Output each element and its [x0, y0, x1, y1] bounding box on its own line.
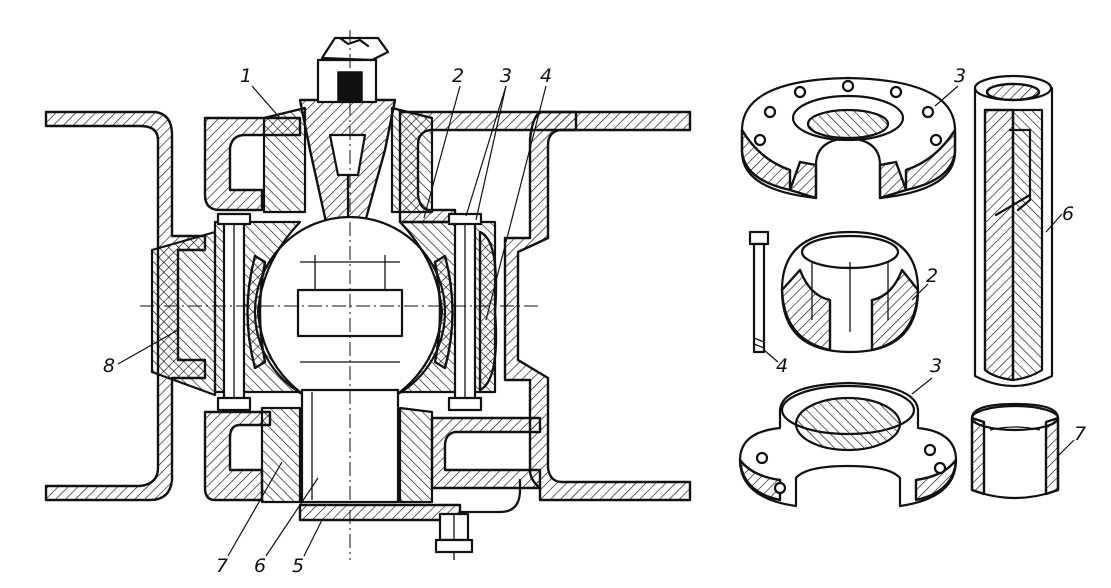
detail-flange-top: [740, 76, 957, 200]
actuator-cap: [320, 36, 390, 62]
parts-detail-view: 3 2 4: [738, 65, 1086, 508]
bolt-right: [447, 212, 498, 412]
bore-pins: [314, 255, 386, 290]
label-main-5: 5: [292, 555, 304, 577]
housing-bottom-right: [430, 416, 542, 490]
detail-bolt: [748, 230, 770, 354]
detail-ring: [780, 230, 920, 354]
label-main-4: 4: [540, 65, 552, 87]
bolt-left: [216, 212, 252, 412]
label-main-6: 6: [254, 555, 266, 577]
detail-flange-bottom: [738, 381, 958, 508]
hub-8: [150, 230, 217, 397]
top-seat-ring: [262, 106, 307, 214]
housing-bottom: [203, 410, 272, 502]
bottom-bracket-5: [298, 503, 462, 522]
label-main-8: 8: [103, 355, 115, 377]
label-main-1: 1: [240, 65, 252, 87]
label-detail-flange-bottom: 3: [930, 355, 942, 377]
label-main-7: 7: [216, 555, 228, 577]
main-section-view: 1 2 3 4 8 7 6 5: [44, 30, 692, 577]
label-detail-ring: 2: [926, 265, 938, 287]
housing-right-wall: [503, 110, 692, 502]
top-seat-ring-right: [390, 106, 434, 214]
bottom-seat-ring-right: [398, 406, 434, 504]
detail-sleeve: [973, 74, 1054, 388]
bottom-seat-ring-7: [260, 406, 302, 504]
label-detail-sleeve: 6: [1062, 203, 1074, 225]
label-main-3: 3: [500, 65, 512, 87]
bottom-bracket-arm: [458, 478, 522, 514]
housing-left: [44, 110, 207, 502]
label-main-2: 2: [452, 65, 464, 87]
bottom-nut: [434, 512, 474, 560]
label-detail-bushing: 7: [1074, 423, 1086, 445]
label-detail-flange-top: 3: [954, 65, 966, 87]
detail-bushing: [970, 402, 1060, 500]
label-detail-bolt: 4: [776, 355, 788, 377]
top-plug-core: [328, 133, 367, 177]
housing-top: [203, 116, 302, 212]
